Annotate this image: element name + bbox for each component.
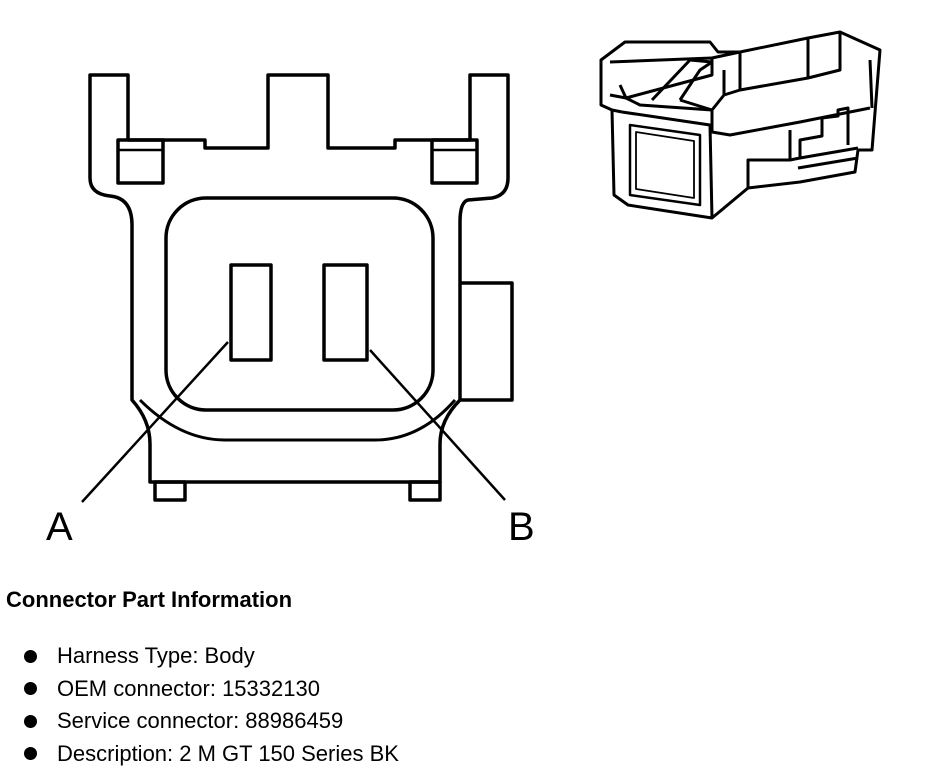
list-item: Service connector: 88986459 — [22, 705, 399, 738]
leader-line-a — [81, 341, 229, 503]
terminal-b — [322, 263, 369, 362]
foot-left — [153, 480, 187, 502]
inner-cavity — [164, 196, 435, 412]
list-item: Harness Type: Body — [22, 640, 399, 673]
list-item: OEM connector: 15332130 — [22, 673, 399, 706]
terminal-a — [229, 263, 273, 362]
leader-line-b — [369, 349, 506, 501]
list-item: Description: 2 M GT 150 Series BK — [22, 738, 399, 771]
latch-right — [430, 138, 479, 185]
bullet-icon — [24, 714, 37, 728]
list-item-text: Service connector: 88986459 — [57, 708, 344, 734]
bullet-icon — [24, 747, 37, 761]
connector-3d-view — [599, 30, 882, 220]
connector-face-view — [81, 73, 514, 503]
list-item-text: OEM connector: 15332130 — [57, 675, 320, 701]
connector-housing-outline — [88, 73, 510, 484]
info-title: Connector Part Information — [6, 587, 293, 612]
cavity-rim — [138, 398, 457, 442]
bullet-icon — [24, 682, 37, 696]
side-tab — [460, 281, 514, 402]
connector-diagram: A B — [46, 30, 882, 549]
pin-label-a: A — [46, 505, 73, 549]
info-list: Harness Type: Body OEM connector: 153321… — [22, 640, 399, 770]
bullet-icon — [24, 649, 37, 663]
list-item-text: Description: 2 M GT 150 Series BK — [57, 740, 399, 766]
latch-left — [116, 138, 165, 185]
list-item-text: Harness Type: Body — [57, 643, 255, 669]
foot-right — [408, 480, 442, 502]
pin-label-b: B — [508, 505, 535, 549]
